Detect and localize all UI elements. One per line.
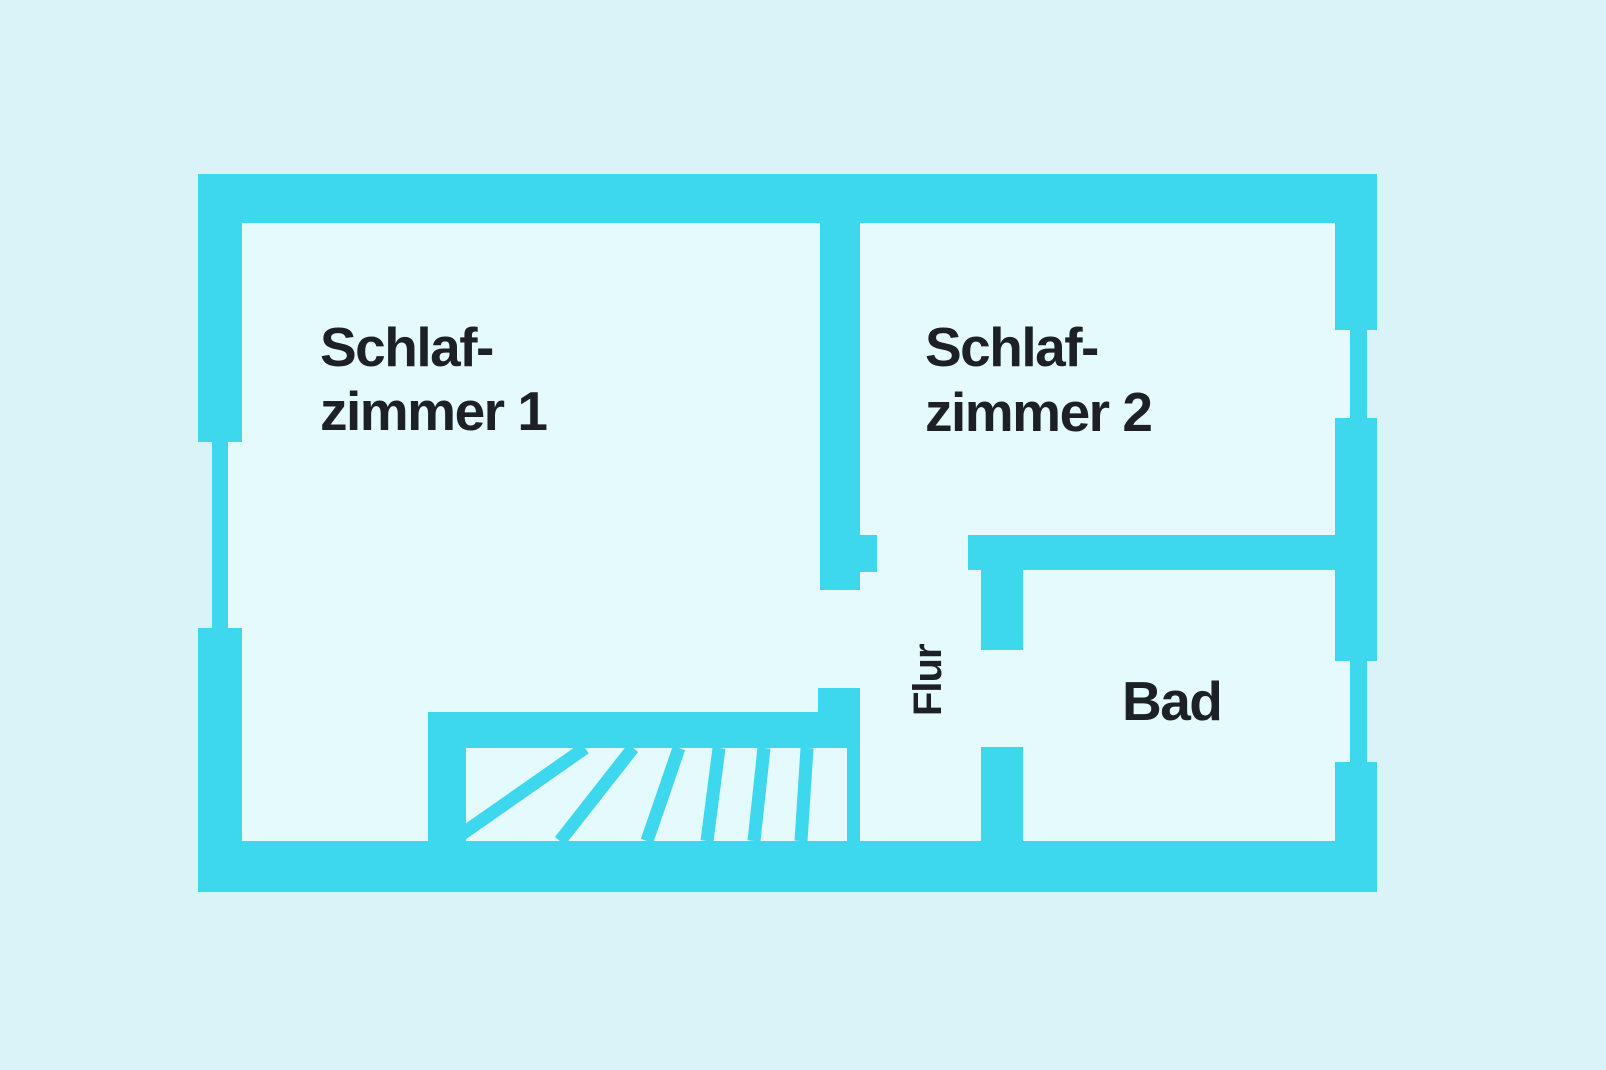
window-gaps-outside [198,330,1377,762]
window-left-outer-gap [198,442,212,628]
room-label-flur: Flur [906,644,950,716]
stair-tread [640,745,686,844]
stair-tread [700,747,726,842]
room-label-schlafzimmer1-line2: zimmer 1 [320,380,547,442]
window-left-glass [212,442,228,628]
staircase [428,712,860,847]
room-label-schlafzimmer1-line1: Schlaf- [320,316,493,378]
room-label-schlafzimmer2-line2: zimmer 2 [925,381,1151,443]
window-right-lower-inner-gap [1335,661,1350,762]
wall-bedroom2-door-jamb [860,535,877,572]
stair-tread [747,747,771,842]
window-right-upper-outer-gap [1367,330,1377,418]
wall-bedroom2-bottom [968,535,1335,570]
window-left-inner-gap [228,442,242,628]
window-gaps-inner [228,330,1350,762]
room-labels: Schlaf- zimmer 1 Schlaf- zimmer 2 Flur B… [320,316,1223,732]
wall-bedroom1-divider [820,223,860,590]
window-glass-lines [212,330,1367,762]
room-label-schlafzimmer2-line1: Schlaf- [925,316,1098,378]
wall-stair-head [818,688,860,714]
window-right-lower-glass [1350,661,1367,762]
window-right-upper-inner-gap [1335,330,1350,418]
stair-treads [448,742,814,847]
wall-stair-right [847,748,860,841]
window-right-upper-glass [1350,330,1367,418]
stair-tread [554,743,639,846]
stair-stringer [428,712,860,748]
wall-bad-lower-jamb [981,747,1023,841]
stair-tread [794,747,814,842]
window-right-lower-outer-gap [1367,661,1377,762]
interior-walls [818,223,1335,841]
stair-tread [448,742,589,847]
room-label-bad: Bad [1122,670,1221,732]
stair-left-block [428,748,466,841]
wall-bad-upper-jamb [981,570,1023,650]
